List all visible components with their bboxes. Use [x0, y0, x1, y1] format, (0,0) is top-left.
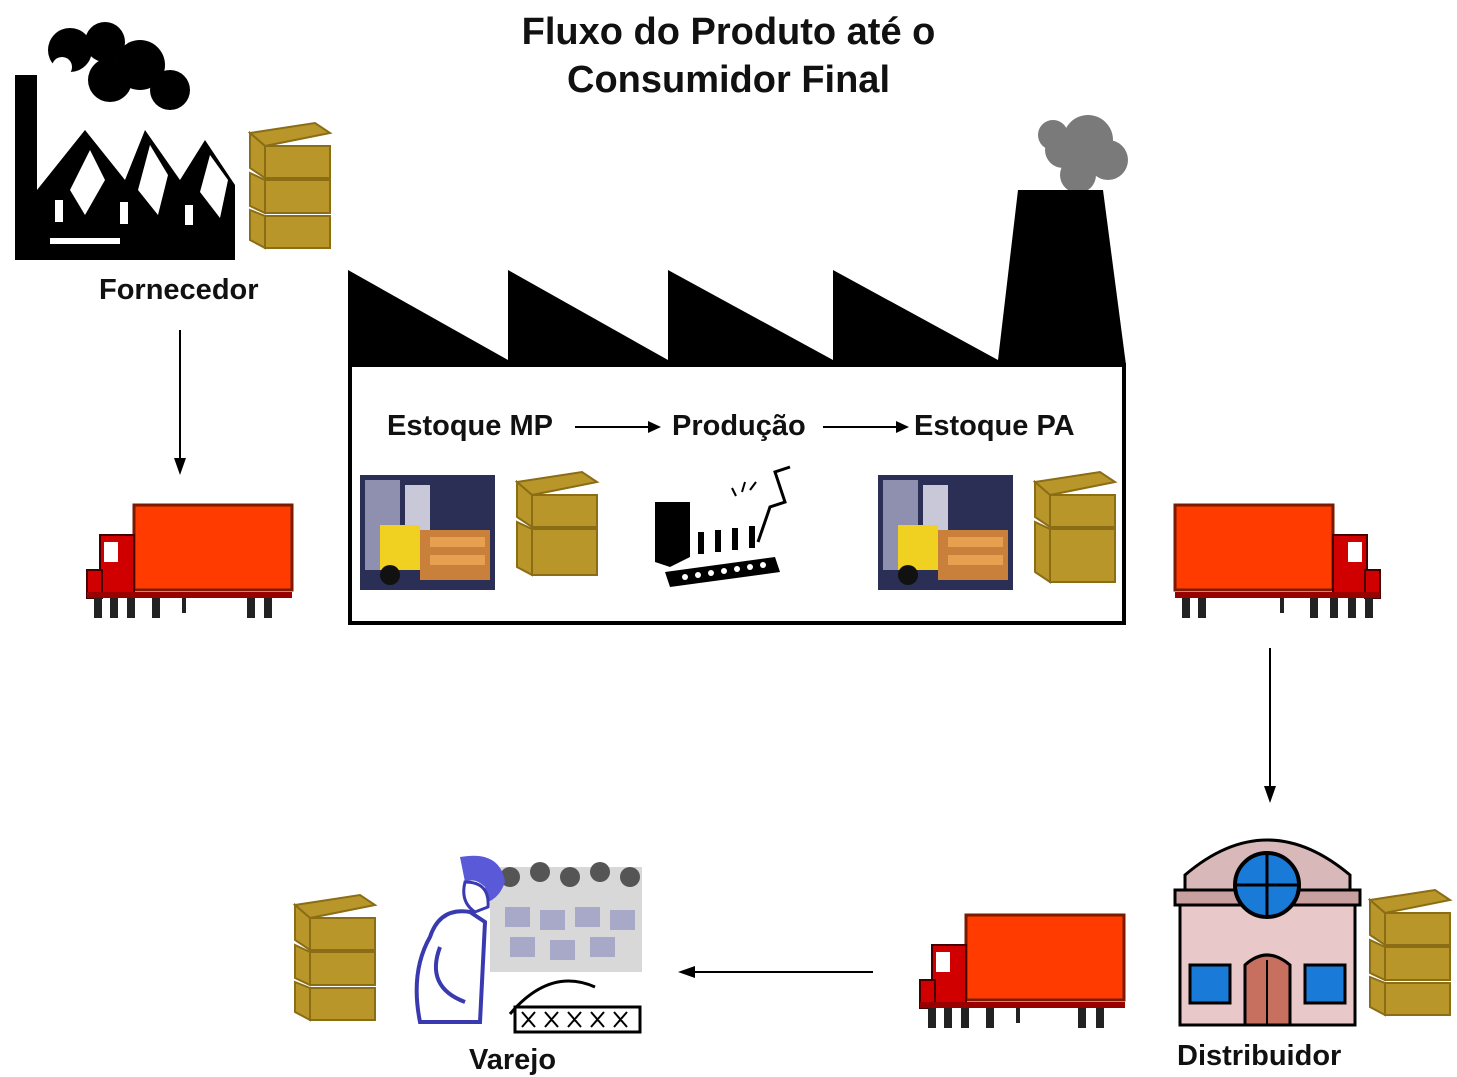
arrow-truck-to-retail	[678, 966, 873, 978]
truck-outbound-icon	[1173, 503, 1381, 618]
retail-cashier-icon	[414, 855, 642, 1034]
truck-retail-icon	[919, 913, 1126, 1028]
title-line-2: Consumidor Final	[567, 59, 890, 101]
node-label-estoque-mp: Estoque MP	[387, 410, 553, 442]
supplier-boxes-icon	[247, 121, 333, 250]
forklift-warehouse-icon-pa	[878, 475, 1013, 590]
title-line-1: Fluxo do Produto até o	[521, 11, 936, 53]
node-label-fornecedor: Fornecedor	[99, 274, 259, 306]
production-line-icon	[655, 465, 791, 587]
arrow-mp-to-producao	[575, 421, 661, 433]
node-label-estoque-pa: Estoque PA	[914, 410, 1075, 442]
arrow-truck-to-distributor	[1264, 648, 1276, 803]
node-label-distribuidor: Distribuidor	[1177, 1040, 1342, 1072]
node-label-producao: Produção	[672, 410, 806, 442]
distributor-building-icon	[1173, 838, 1362, 1027]
truck-inbound-icon	[86, 503, 294, 618]
boxes-icon-mp	[514, 470, 600, 577]
diagram-title: Fluxo do Produto até o Consumidor Final	[0, 8, 1457, 104]
distributor-boxes-icon	[1367, 888, 1453, 1017]
forklift-warehouse-icon-mp	[360, 475, 495, 590]
retail-boxes-icon	[292, 893, 378, 1022]
arrow-supplier-to-truck	[174, 330, 186, 475]
node-label-varejo: Varejo	[469, 1044, 557, 1076]
supplier-factory-icon	[15, 22, 235, 260]
boxes-icon-pa	[1032, 470, 1118, 584]
arrow-producao-to-pa	[823, 421, 909, 433]
